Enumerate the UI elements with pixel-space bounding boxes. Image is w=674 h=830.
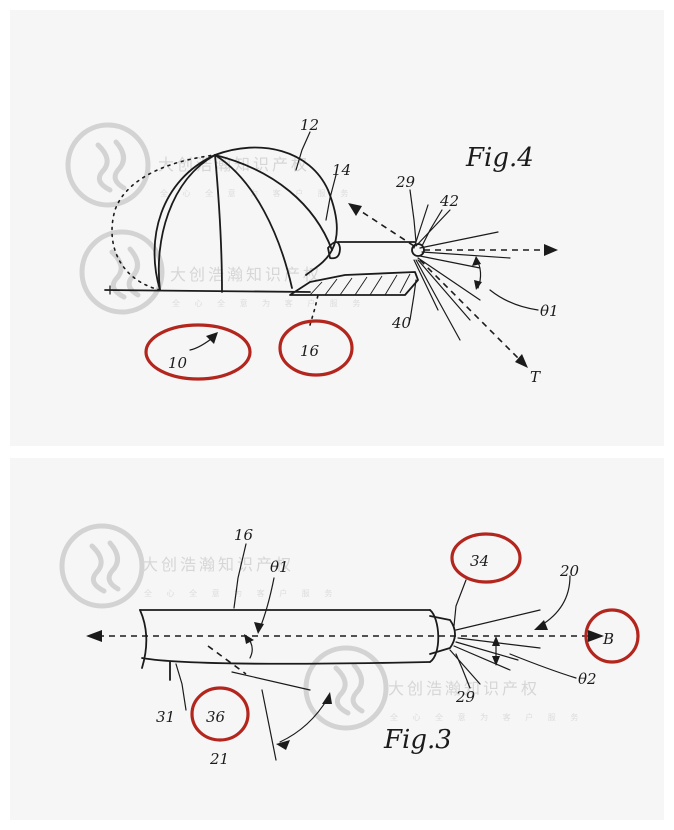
leader-34 — [453, 579, 467, 627]
watermark-logo — [59, 523, 145, 609]
label-b: B — [602, 630, 614, 648]
highlight-circle-10 — [144, 323, 252, 381]
highlight-circle-16 — [278, 319, 354, 377]
leader-40 — [409, 279, 417, 321]
figure-title: Fig.3 — [383, 725, 452, 755]
figure-3-drawing: 大创浩瀚知识产权 全 心 全 意 为 客 户 服 务 大创浩瀚知识产权 全 心 … — [59, 523, 640, 768]
highlight-circle-36 — [190, 686, 250, 742]
leader-theta2 — [509, 653, 577, 679]
watermark-logo — [79, 229, 165, 315]
leader-12 — [295, 131, 311, 171]
watermark-text: 大创浩瀚知识产权 — [170, 265, 322, 284]
figure-3-panel: 大创浩瀚知识产权 全 心 全 意 为 客 户 服 务 大创浩瀚知识产权 全 心 … — [10, 458, 664, 820]
watermark-subtext: 全 心 全 意 为 客 户 服 务 — [172, 298, 366, 308]
leader-42 — [421, 209, 443, 247]
label-theta2: θ2 — [578, 670, 597, 688]
label-29: 29 — [395, 173, 416, 191]
cap-crown — [104, 146, 341, 295]
label-16: 16 — [300, 342, 320, 360]
label-theta1: θ1 — [270, 558, 289, 576]
label-36: 36 — [206, 708, 226, 726]
visor-body — [139, 609, 456, 681]
label-34: 34 — [470, 552, 489, 570]
watermark-subtext: 全 心 全 意 为 客 户 服 务 — [160, 188, 354, 198]
watermark-text: 大创浩瀚知识产权 — [388, 679, 540, 698]
leader-16 — [233, 543, 247, 609]
watermark-subtext: 全 心 全 意 为 客 户 服 务 — [390, 712, 584, 722]
figure-4-panel: 大创浩瀚知识产权 全 心 全 意 为 客 户 服 务 大创浩瀚知识产权 全 心 … — [10, 10, 664, 446]
figure-4-drawing: 大创浩瀚知识产权 全 心 全 意 为 客 户 服 务 大创浩瀚知识产权 全 心 … — [65, 116, 559, 386]
label-t: T — [530, 368, 541, 386]
leader-20 — [539, 575, 571, 627]
label-14: 14 — [332, 161, 351, 179]
leader-29 — [455, 653, 471, 689]
label-theta1: θ1 — [540, 302, 559, 320]
highlight-circle-b — [584, 608, 640, 664]
leader-14 — [325, 174, 337, 221]
watermark-logo — [65, 122, 151, 208]
leader-theta1 — [489, 289, 539, 311]
label-20: 20 — [559, 562, 580, 580]
watermark-text: 大创浩瀚知识产权 — [142, 555, 294, 574]
arrowhead-10 — [206, 332, 218, 344]
watermark-subtext: 全 心 全 意 为 客 户 服 务 — [144, 588, 338, 598]
light-rays — [449, 609, 541, 685]
label-10: 10 — [168, 354, 188, 372]
leader-29 — [409, 189, 417, 243]
arrowhead-20 — [534, 620, 548, 630]
leader-31 — [175, 663, 187, 711]
label-40: 40 — [391, 314, 412, 332]
bracket-21 — [231, 671, 332, 761]
figure-title: Fig.4 — [465, 143, 534, 173]
cap-visor — [289, 241, 419, 296]
label-16: 16 — [234, 526, 254, 544]
label-42: 42 — [439, 192, 459, 210]
watermark-logo — [303, 645, 389, 731]
light-rays — [411, 204, 511, 341]
label-31: 31 — [156, 708, 175, 726]
direction-arrows — [348, 203, 558, 368]
axis-arrows — [86, 630, 604, 642]
label-21: 21 — [209, 750, 229, 768]
highlight-circle-34 — [450, 532, 522, 584]
label-29: 29 — [455, 688, 476, 706]
label-12: 12 — [300, 116, 319, 134]
angle-detail-theta1 — [207, 577, 275, 675]
